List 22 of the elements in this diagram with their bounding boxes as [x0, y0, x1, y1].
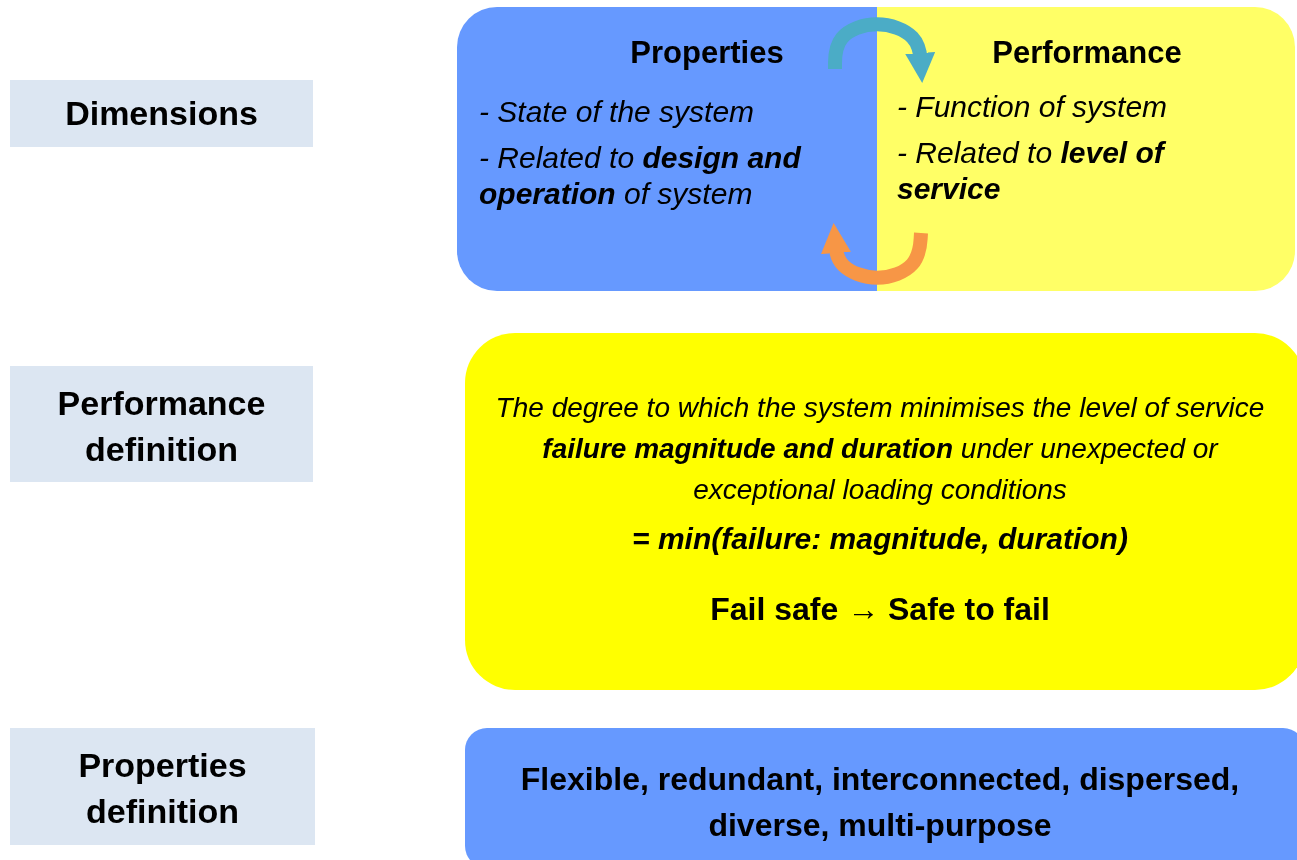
row-label: Properties definition: [77, 745, 248, 832]
row-label: Performance definition: [56, 383, 267, 470]
curved-arrow: [820, 223, 928, 285]
label-panel: [10, 366, 313, 482]
bullet-text: - Function of system: [897, 90, 1169, 124]
properties-panel: [457, 7, 877, 291]
label-panel: [10, 80, 313, 147]
label-panel: [10, 728, 315, 845]
definition-text: Flexible, redundant, interconnected, dispersed, diverse, multi-purpose: [519, 760, 1241, 845]
curved-arrow: [828, 17, 936, 83]
panel-heading: Performance: [991, 35, 1183, 71]
panel-heading: Properties: [629, 35, 785, 71]
row-label: Dimensions: [64, 94, 259, 133]
definition-panel: [465, 333, 1297, 690]
definition-text: The degree to which the system minimises the level of service failure magnitude and duration under unexpected or exceptional loading conditions: [494, 391, 1266, 507]
performance-panel: [877, 7, 1295, 291]
bullet-text: - Related to level of service: [897, 135, 1167, 207]
principle-text: Fail safe → Safe to fail: [709, 591, 1051, 628]
bullet-text: - Related to design and operation of system: [479, 140, 803, 212]
bullet-text: - State of the system: [479, 95, 756, 129]
formula-text: = min(failure: magnitude, duration): [631, 522, 1129, 556]
definition-panel: [465, 728, 1297, 860]
